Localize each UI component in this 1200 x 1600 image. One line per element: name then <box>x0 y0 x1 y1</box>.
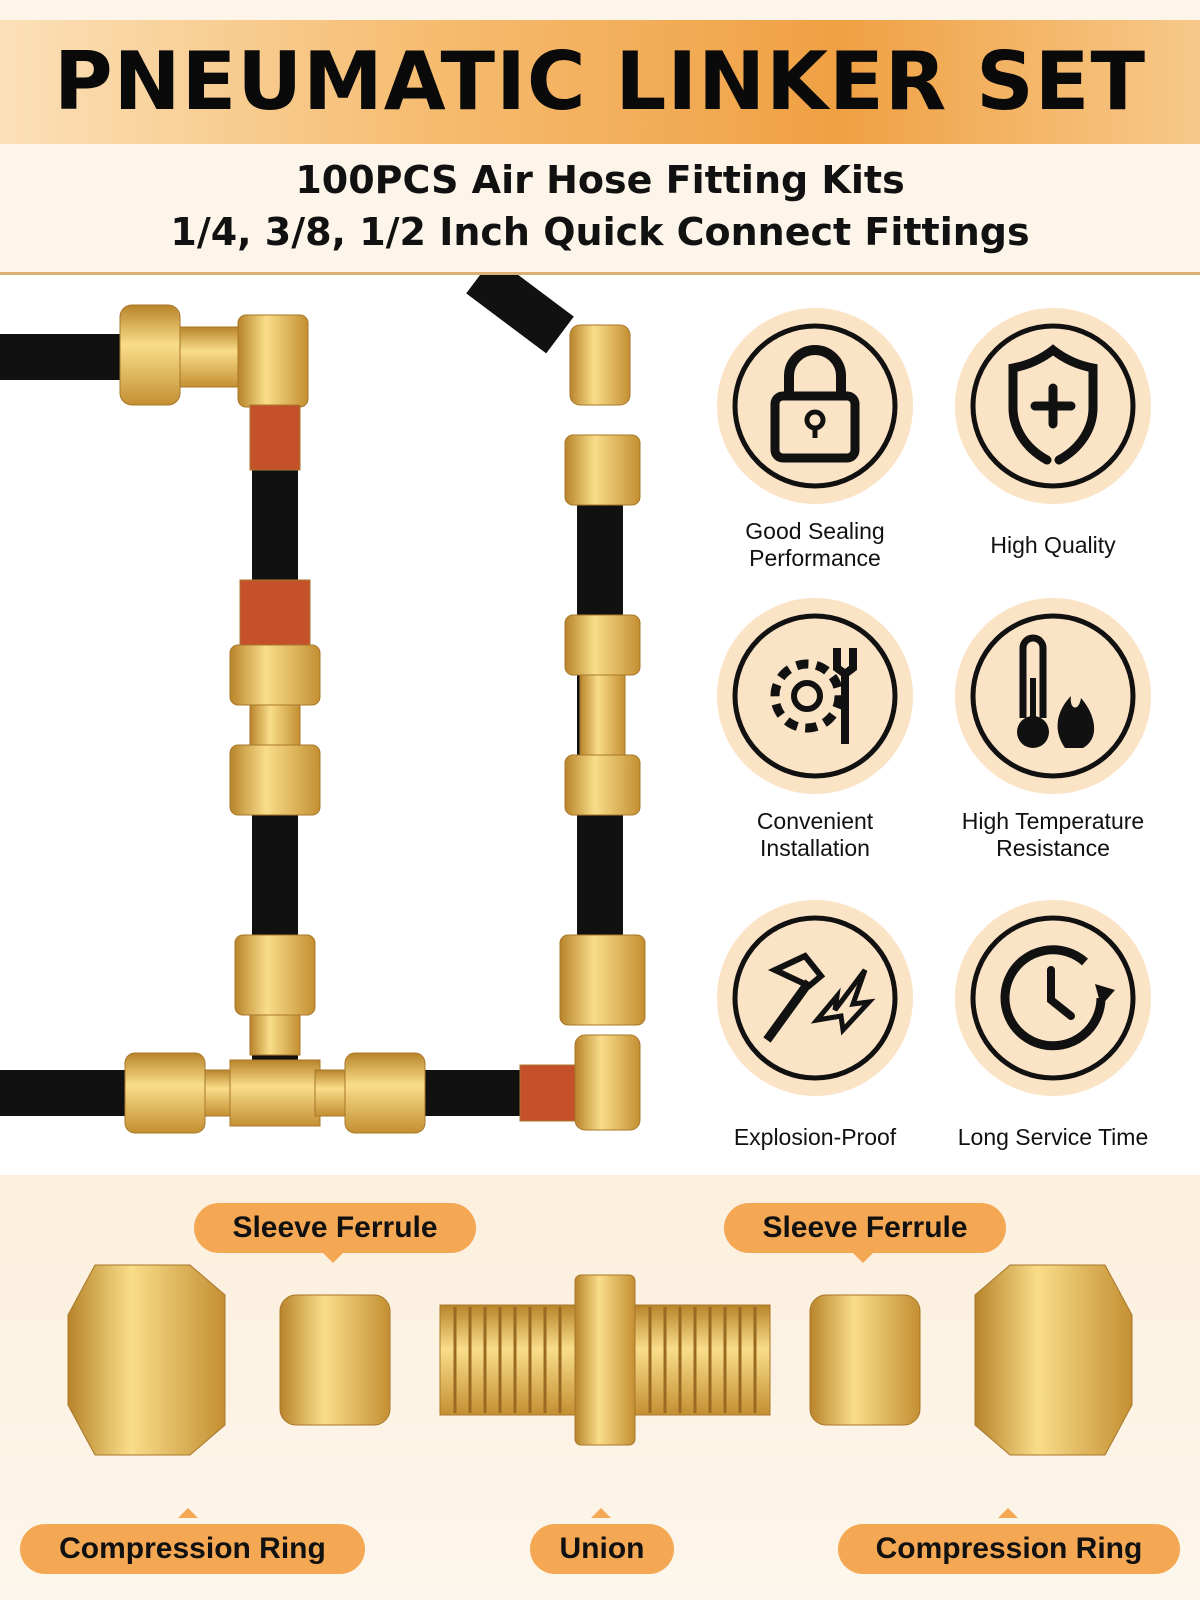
divider <box>0 272 1200 275</box>
subtitle-line-1: 100PCS Air Hose Fitting Kits <box>295 158 905 202</box>
feature-label: High Quality <box>990 531 1116 558</box>
feature-high-quality: High Quality <box>938 308 1168 572</box>
page-title: PNEUMATIC LINKER SET <box>53 35 1147 128</box>
feature-explosion-proof: Explosion-Proof <box>700 900 930 1164</box>
feature-long-service: Long Service Time <box>938 900 1168 1164</box>
hammer-burst-icon <box>732 915 898 1081</box>
pointer <box>853 1253 873 1263</box>
clock-refresh-icon <box>970 915 1136 1081</box>
label-compression-ring-right: Compression Ring <box>838 1524 1180 1574</box>
parts-image <box>67 1264 1133 1456</box>
label-compression-ring-left: Compression Ring <box>20 1524 365 1574</box>
feature-convenient-installation: Convenient Installation <box>700 598 930 862</box>
pointer <box>323 1253 343 1263</box>
pointer <box>998 1508 1018 1518</box>
lock-icon <box>732 323 898 489</box>
feature-high-temperature: High Temperature Resistance <box>938 598 1168 862</box>
label-sleeve-ferrule-left: Sleeve Ferrule <box>194 1203 476 1253</box>
feature-label: Long Service Time <box>957 1123 1149 1150</box>
feature-label: Good Sealing Performance <box>745 518 885 571</box>
fittings <box>119 304 646 1134</box>
pointer <box>178 1508 198 1518</box>
feature-label: Explosion-Proof <box>733 1123 897 1150</box>
thermometer-flame-icon <box>970 613 1136 779</box>
label-union: Union <box>530 1524 674 1574</box>
feature-label: Convenient Installation <box>756 808 874 861</box>
label-sleeve-ferrule-right: Sleeve Ferrule <box>724 1203 1006 1253</box>
hose-assembly-image <box>0 275 646 1134</box>
feature-good-sealing: Good Sealing Performance <box>700 308 930 572</box>
subtitle-line-2: 1/4, 3/8, 1/2 Inch Quick Connect Fitting… <box>170 210 1030 254</box>
gear-wrench-icon <box>732 613 898 779</box>
title-band <box>0 20 1200 144</box>
pointer <box>591 1508 611 1518</box>
feature-label: High Temperature Resistance <box>961 808 1145 861</box>
shield-plus-icon <box>970 323 1136 489</box>
